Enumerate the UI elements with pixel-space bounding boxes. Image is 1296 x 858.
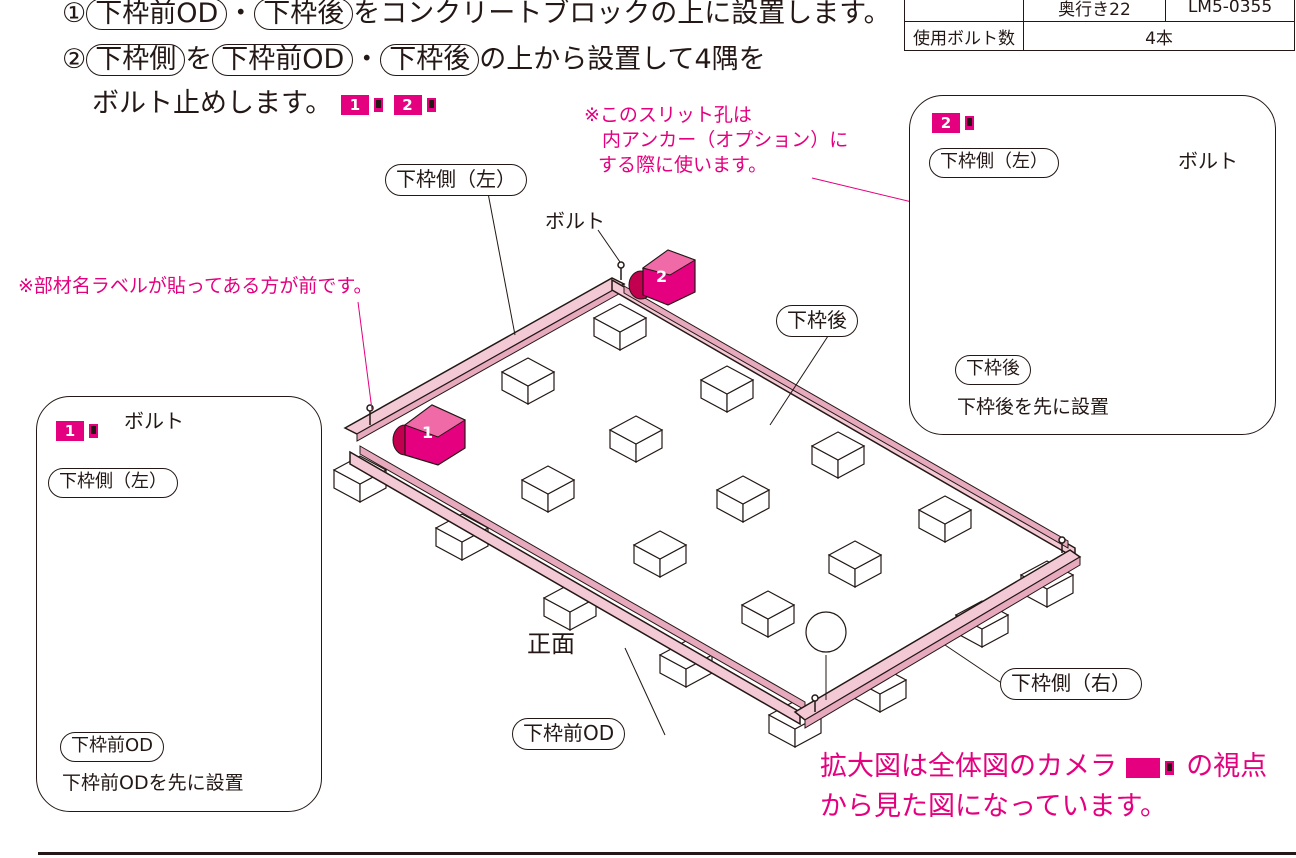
- concrete-block: [715, 475, 771, 524]
- inset-1-side-left-label: 下枠側（左）: [48, 468, 178, 498]
- inset-2-caption: 下枠後を先に設置: [957, 396, 1110, 418]
- inset-1-caption: 下枠前ODを先に設置: [62, 772, 244, 794]
- label-front-face: 正面: [527, 630, 575, 658]
- camera-1-marker: [392, 404, 467, 466]
- part-label-front-od: 下枠前OD: [86, 0, 228, 30]
- spec-bolt-count-label: 使用ボルト数: [904, 21, 1024, 51]
- concrete-block: [917, 495, 973, 544]
- concrete-block: [632, 530, 688, 579]
- part-label-side: 下枠側: [86, 44, 186, 76]
- bolt-icons: [366, 261, 1066, 712]
- frame-front-od: [349, 445, 806, 726]
- inset-1-camera-icon: 1: [56, 420, 100, 441]
- spec-depth: 奥行き22: [1023, 0, 1166, 22]
- label-side-left: 下枠側（左）: [385, 164, 527, 196]
- concrete-block: [740, 590, 796, 639]
- camera-viewpoint-note: 拡大図は全体図のカメラ の視点: [820, 751, 1268, 782]
- inset-panel-1: [36, 396, 322, 812]
- frame-side-right: [793, 549, 1082, 729]
- label-side-right: 下枠側（右）: [1000, 668, 1142, 700]
- step-2-continued: ボルト止めします。 1 2: [92, 86, 438, 122]
- inset-2-bolt-label: ボルト: [1178, 149, 1238, 173]
- inset-2-rear-label: 下枠後: [955, 355, 1031, 385]
- spec-part-no: LM5-0355: [1165, 0, 1295, 22]
- camera-1-icon: 1: [340, 94, 385, 115]
- camera-2-marker: [628, 249, 697, 306]
- part-label-rear: 下枠後: [380, 44, 480, 76]
- frame-side-left: [343, 277, 626, 442]
- camera-icon: [1125, 757, 1178, 778]
- concrete-block: [810, 431, 866, 480]
- inset-2-side-left-label: 下枠側（左）: [929, 148, 1059, 178]
- bottom-rule: [38, 852, 1296, 855]
- label-rear: 下枠後: [776, 305, 858, 337]
- spec-row: 奥行き22 LM5-0355: [904, 0, 1295, 22]
- concrete-block: [608, 415, 664, 464]
- camera-2-number: 2: [656, 267, 667, 286]
- front-label-note: ※部材名ラベルが貼ってある方が前です。: [18, 275, 373, 297]
- concrete-block: [500, 357, 556, 406]
- inset-1-front-od-label: 下枠前OD: [60, 732, 165, 762]
- inset-1-bolt-label: ボルト: [124, 409, 184, 433]
- concrete-block: [520, 465, 576, 514]
- slit-note: ※このスリット孔は 内アンカー（オプション）に する際に使います。: [584, 104, 849, 176]
- inset-2-camera-icon: 2: [932, 112, 976, 133]
- concrete-block: [827, 540, 883, 589]
- detail-circle: [805, 611, 847, 653]
- camera-1-number: 1: [422, 423, 433, 442]
- label-bolt: ボルト: [545, 209, 605, 233]
- camera-viewpoint-note-line2: から見た図になっています。: [820, 791, 1167, 822]
- leader-lines: [487, 192, 1004, 736]
- spec-row: 使用ボルト数 4本: [904, 21, 1295, 51]
- spec-table: 奥行き22 LM5-0355 使用ボルト数 4本: [904, 0, 1295, 51]
- camera-2-icon: 2: [393, 94, 438, 115]
- part-label-rear: 下枠後: [254, 0, 354, 30]
- part-label-front-od: 下枠前OD: [212, 44, 354, 76]
- frame-rear: [611, 278, 1076, 560]
- label-front-od: 下枠前OD: [512, 718, 626, 750]
- concrete-block: [699, 365, 755, 414]
- spec-bolt-count: 4本: [1023, 21, 1295, 51]
- concrete-block: [592, 303, 648, 352]
